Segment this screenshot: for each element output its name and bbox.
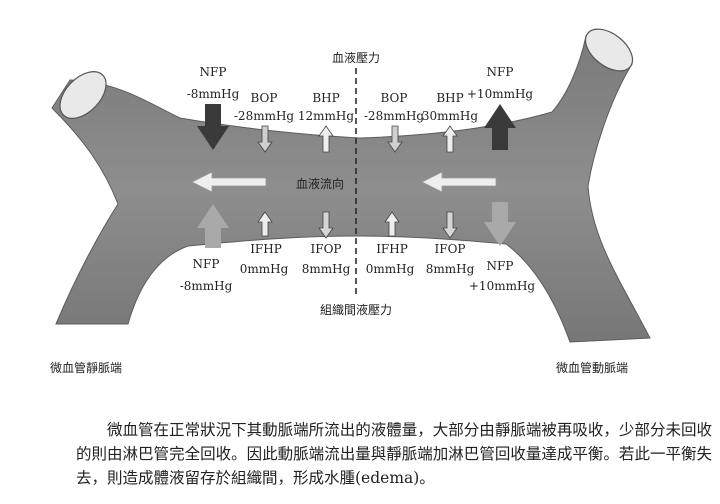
bop-down-arrow-icon (257, 125, 273, 153)
venous-end-label: 微血管靜脈端 (50, 360, 122, 375)
capillary-vessel (51, 35, 651, 343)
bhp-up-arrow-icon (442, 125, 458, 153)
arterial-end-label: 微血管動脈端 (556, 360, 628, 375)
ifhp-up-arrow-icon (257, 211, 273, 237)
flow-direction-label: 血液流向 (296, 176, 344, 191)
caption-paragraph: 微血管在正常狀況下其動脈端所流出的液體量，大部分由靜脈端被再吸收，少部分未回收的… (76, 418, 712, 490)
arterial-bottom-nfp-value: +10mmHg (469, 279, 536, 293)
nfp-down-arrow-icon (484, 202, 516, 246)
flow-arrow-right-icon (421, 171, 497, 193)
venous-ifhp-name: IFHP (250, 242, 282, 256)
arterial-top-nfp-value: +10mmHg (467, 87, 534, 101)
arterial-bop-value: -28mmHg (364, 109, 425, 123)
arterial-opening (584, 28, 634, 72)
capillary-pressure-diagram: 血液壓力 組織間液壓力 微血管靜脈端 微血管動脈端 血液流向 NFP -8mmH… (50, 28, 651, 375)
venous-opening (59, 71, 107, 119)
arterial-top-nfp-name: NFP (487, 65, 514, 79)
nfp-up-arrow-icon (484, 104, 516, 150)
venous-top-nfp-name: NFP (200, 65, 227, 79)
venous-bottom-nfp-name: NFP (193, 257, 220, 271)
venous-bop-value: -28mmHg (234, 109, 295, 123)
venous-bhp-value: 12mmHg (298, 109, 354, 123)
arterial-ifop-name: IFOP (435, 242, 466, 256)
top-axis-title: 血液壓力 (332, 50, 380, 65)
bhp-up-arrow-icon (318, 125, 334, 153)
arterial-bottom-nfp-name: NFP (487, 259, 514, 273)
flow-arrow-left-icon (191, 171, 267, 193)
venous-ifhp-value: 0mmHg (240, 262, 289, 276)
venous-ifop-value: 8mmHg (302, 262, 351, 276)
arterial-bhp-name: BHP (436, 91, 463, 105)
bottom-axis-title: 組織間液壓力 (320, 302, 392, 317)
nfp-down-arrow-icon (197, 104, 229, 150)
arterial-ifop-value: 8mmHg (426, 262, 475, 276)
venous-top-nfp-value: -8mmHg (187, 87, 240, 101)
ifop-down-arrow-icon (442, 211, 458, 239)
bop-down-arrow-icon (387, 125, 403, 153)
nfp-up-arrow-icon (197, 204, 229, 248)
venous-bhp-name: BHP (312, 91, 339, 105)
arterial-bop-name: BOP (381, 91, 408, 105)
arterial-ifhp-value: 0mmHg (366, 262, 415, 276)
venous-bop-name: BOP (251, 91, 278, 105)
caption-text: 微血管在正常狀況下其動脈端所流出的液體量，大部分由靜脈端被再吸收，少部分未回收的… (76, 421, 712, 487)
arterial-bhp-value: 30mmHg (422, 109, 478, 123)
venous-ifop-name: IFOP (311, 242, 342, 256)
arterial-ifhp-name: IFHP (376, 242, 408, 256)
venous-bottom-nfp-value: -8mmHg (180, 279, 233, 293)
ifop-down-arrow-icon (318, 211, 334, 239)
ifhp-up-arrow-icon (384, 211, 400, 237)
